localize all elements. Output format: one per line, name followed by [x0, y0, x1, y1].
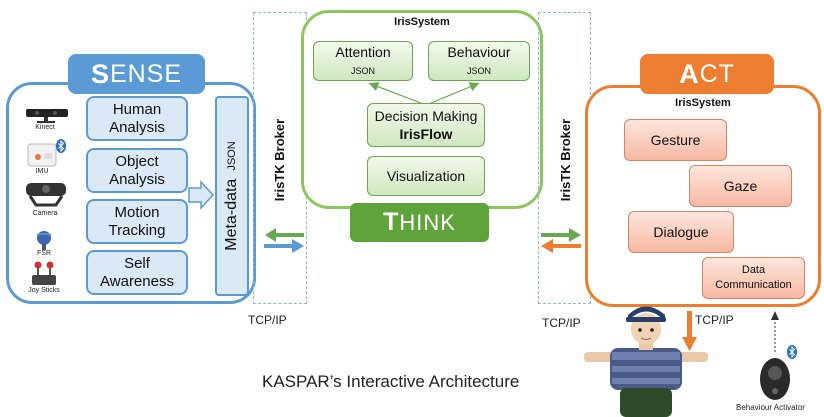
joystick-icon	[32, 261, 56, 285]
right-broker-green-arrow	[541, 228, 581, 242]
visualization-box: Visualization	[367, 156, 485, 196]
motion-tracking-label: Motion Tracking	[108, 203, 166, 239]
gaze-box: Gaze	[689, 165, 792, 207]
self-awareness-label: Self Awareness	[100, 254, 174, 290]
behaviour-format: JSON	[466, 65, 491, 76]
diagram-title: KASPAR’s Interactive Architecture	[262, 372, 520, 391]
fsr-sensor-icon	[36, 231, 52, 250]
decision-to-attention-arrow	[368, 82, 422, 104]
left-broker-blue-arrow	[264, 239, 304, 253]
kinect-icon	[26, 109, 68, 123]
device-label-fsr: FSR	[37, 250, 51, 257]
activator-bluetooth-icon	[787, 345, 797, 359]
decision-making-box: Decision Making IrisFlow	[367, 103, 485, 147]
imu-icon	[27, 143, 57, 167]
irisflow-label: IrisFlow	[399, 126, 453, 142]
attention-label: Attention	[335, 43, 391, 60]
left-broker-green-arrow	[265, 228, 304, 242]
left-tcp-label: TCP/IP	[248, 313, 287, 327]
act-header-rest: CT	[699, 59, 735, 88]
gesture-box: Gesture	[624, 119, 727, 161]
behaviour-activator-label: Behaviour Activator	[736, 403, 805, 412]
gesture-label: Gesture	[650, 132, 701, 148]
act-header-initial: A	[679, 58, 700, 89]
act-system-title: IrisSystem	[675, 97, 731, 109]
device-label-imu: IMU	[35, 168, 49, 175]
gaze-label: Gaze	[723, 178, 758, 194]
behaviour-box: Behaviour JSON	[428, 41, 530, 81]
bluetooth-icon	[56, 139, 66, 153]
dialogue-box: Dialogue	[628, 211, 734, 253]
device-label-kinect: Kinect	[35, 124, 55, 131]
human-analysis-box: Human Analysis	[86, 96, 188, 141]
human-analysis-label: Human Analysis	[109, 100, 165, 136]
self-awareness-box: Self Awareness	[86, 250, 188, 295]
behaviour-label: Behaviour	[447, 43, 511, 60]
kaspar-robot-icon	[584, 306, 708, 417]
think-header-initial: T	[383, 208, 400, 236]
meta-data-box	[215, 96, 249, 296]
object-analysis-label: Object Analysis	[109, 152, 165, 188]
device-label-camera: Camera	[32, 210, 58, 217]
data-communication-label: Data Communication	[715, 264, 792, 291]
camera-icon	[26, 183, 66, 207]
visualization-label: Visualization	[386, 168, 466, 184]
data-communication-box: Data Communication	[702, 257, 805, 299]
act-to-robot-arrow	[682, 311, 697, 351]
device-label-joysticks: Joy Sticks	[28, 287, 60, 294]
decision-making-label: Decision Making	[374, 108, 478, 124]
motion-tracking-box: Motion Tracking	[86, 199, 188, 244]
behaviour-activator-icon	[760, 358, 790, 400]
attention-box: Attention JSON	[313, 41, 413, 81]
decision-to-behaviour-arrow	[430, 82, 480, 104]
attention-format: JSON	[350, 65, 375, 76]
sense-to-meta-arrow	[188, 180, 215, 210]
think-system-title: IrisSystem	[394, 16, 450, 28]
robot-tcp-label: TCP/IP	[695, 313, 734, 327]
sense-header-initial: S	[90, 58, 110, 89]
right-broker-orange-arrow	[541, 239, 581, 253]
right-tcp-label: TCP/IP	[542, 316, 581, 330]
object-analysis-box: Object Analysis	[86, 148, 188, 193]
dialogue-label: Dialogue	[653, 224, 709, 240]
think-header-rest: HINK	[399, 209, 456, 235]
sense-header-rest: ENSE	[109, 59, 183, 88]
activator-dotted-arrow	[771, 311, 779, 352]
